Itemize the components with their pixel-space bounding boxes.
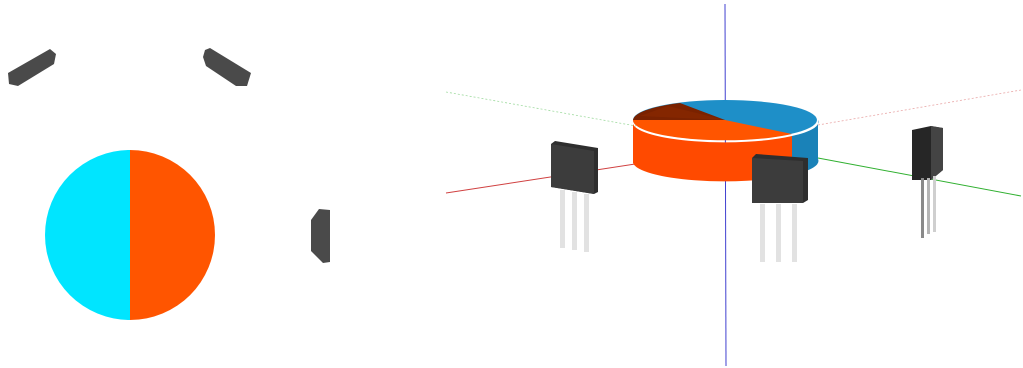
iso-sensor-left [551,141,598,252]
sensor-left-lead-3 [584,194,589,252]
sensor-top-left [8,49,56,86]
sensor-right-lead-2 [927,178,930,234]
sensor-right-edge [931,126,943,180]
sensor-right-lead-1 [921,178,924,238]
sensor-left-lead-1 [560,190,565,248]
disc-top-orange [632,120,792,141]
sensor-left-face [551,144,594,194]
iso-disc [632,100,819,182]
top-view-panel [0,0,440,368]
sensor-left-lead-2 [572,192,577,250]
disc-top-shade [640,106,725,120]
sensor-center-face [752,158,803,203]
sensor-right [311,209,330,263]
axis-x-back [817,89,1022,126]
sensor-top-right [203,48,251,86]
sensor-right-lead-3 [933,176,936,232]
top-view-svg [8,48,330,320]
sensor-center-lead-2 [776,204,781,262]
iso-sensor-center [752,154,808,262]
sensor-center-lead-3 [792,204,797,262]
disc-left-half [45,150,130,320]
sensor-center-lead-1 [760,204,765,262]
iso-sensor-right [912,126,943,238]
axis-z [724,3,727,367]
iso-view-panel [440,0,1023,368]
iso-view-svg [445,3,1022,367]
axis-y-back [445,91,637,127]
disc-right-half [130,150,215,320]
